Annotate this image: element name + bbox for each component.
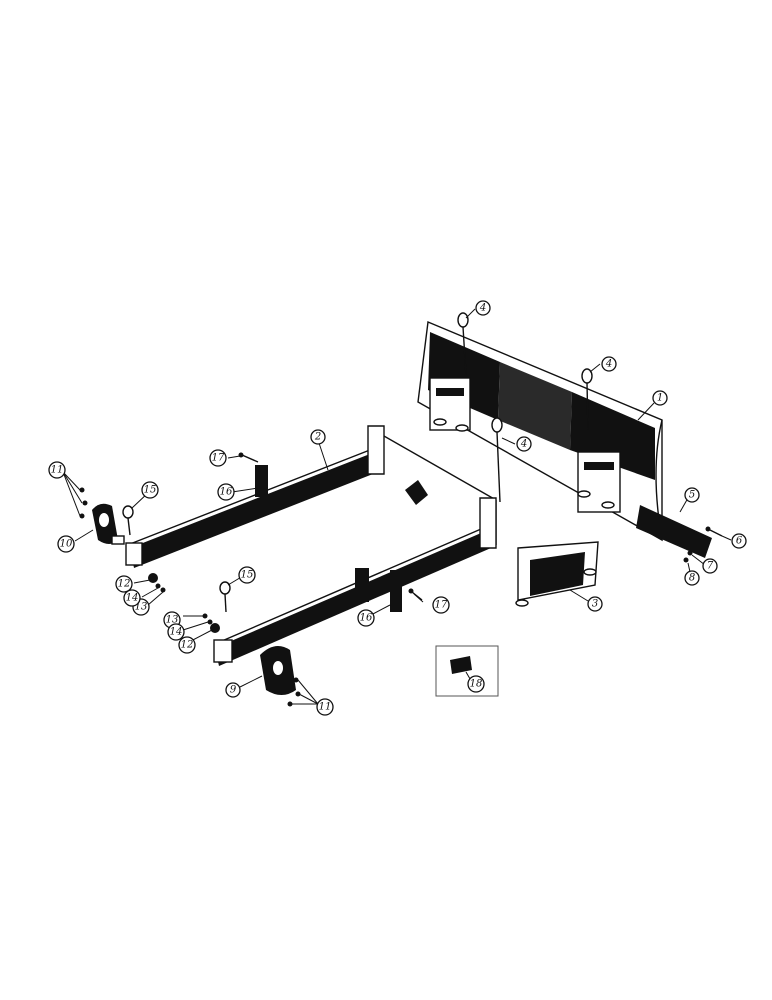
bolt-6 (705, 526, 723, 537)
svg-text:4: 4 (479, 303, 486, 314)
svg-text:13: 13 (166, 615, 179, 626)
blade-bracket-right (577, 451, 621, 513)
callout-11b: 11 (316, 698, 334, 716)
svg-text:8: 8 (689, 573, 695, 584)
svg-text:6: 6 (736, 536, 743, 547)
cutting-edge (636, 505, 712, 558)
svg-text:13: 13 (135, 602, 148, 613)
leader-lines (62, 308, 732, 705)
svg-text:2: 2 (314, 432, 321, 443)
svg-text:16: 16 (360, 613, 373, 624)
hardware-left (79, 487, 166, 593)
callout-5: 5 (684, 487, 700, 503)
bolt-17b (408, 588, 423, 601)
svg-text:15: 15 (241, 570, 254, 581)
eye-bolt-15a (122, 505, 134, 536)
svg-text:17: 17 (435, 600, 448, 611)
svg-text:17: 17 (212, 453, 225, 464)
svg-text:1: 1 (657, 393, 663, 404)
svg-text:15: 15 (144, 485, 157, 496)
callout-10: 10 (57, 535, 75, 553)
svg-text:12: 12 (181, 640, 194, 651)
svg-text:5: 5 (689, 490, 695, 501)
hardware-right (202, 613, 301, 707)
svg-text:11: 11 (51, 465, 64, 476)
washer-8 (683, 557, 689, 563)
callout-17a: 17 (209, 449, 227, 467)
pin-4c (491, 417, 503, 503)
clip-16b (392, 573, 400, 607)
inset-box (435, 645, 499, 697)
svg-text:10: 10 (60, 539, 73, 550)
svg-text:4: 4 (520, 439, 527, 450)
svg-text:11: 11 (319, 702, 332, 713)
svg-text:14: 14 (170, 627, 183, 638)
eye-bolt-15b (219, 581, 231, 613)
callout-16a: 16 (217, 483, 235, 501)
clip-16a (260, 465, 268, 495)
callout-3: 3 (587, 596, 603, 612)
svg-text:7: 7 (707, 561, 714, 572)
svg-text:16: 16 (220, 487, 233, 498)
nut-7 (687, 550, 693, 556)
svg-text:18: 18 (470, 679, 483, 690)
push-block-right (260, 646, 296, 695)
svg-text:3: 3 (592, 599, 598, 610)
callout-7: 7 (702, 558, 718, 574)
callout-15a: 15 (141, 481, 159, 499)
svg-text:14: 14 (126, 593, 139, 604)
pin-4b (581, 368, 593, 431)
callout-15b: 15 (238, 566, 256, 584)
bolt-17a (238, 452, 259, 463)
callout-16b: 16 (357, 609, 375, 627)
callout-8: 8 (684, 570, 700, 586)
callout-11a: 11 (48, 461, 66, 479)
svg-text:12: 12 (118, 579, 131, 590)
push-block-left (92, 503, 125, 545)
pin-4a (457, 312, 469, 376)
callout-9: 9 (225, 682, 241, 698)
callout-2: 2 (310, 429, 326, 445)
callout-12a: 12 (115, 575, 133, 593)
svg-text:9: 9 (230, 685, 237, 696)
callout-4b: 4 (601, 356, 617, 372)
svg-text:4: 4 (605, 359, 612, 370)
callout-4c: 4 (516, 436, 532, 452)
callout-18: 18 (467, 675, 485, 693)
brace (515, 541, 599, 607)
callout-14a: 14 (123, 589, 141, 607)
plow-blade (417, 320, 723, 563)
callout-6: 6 (731, 533, 747, 549)
callout-1: 1 (652, 390, 668, 406)
callout-14b: 14 (167, 623, 185, 641)
callout-17b: 17 (432, 596, 450, 614)
callout-4a: 4 (475, 300, 491, 316)
blade-bracket-left (429, 377, 471, 432)
callout-12b: 12 (178, 636, 196, 654)
